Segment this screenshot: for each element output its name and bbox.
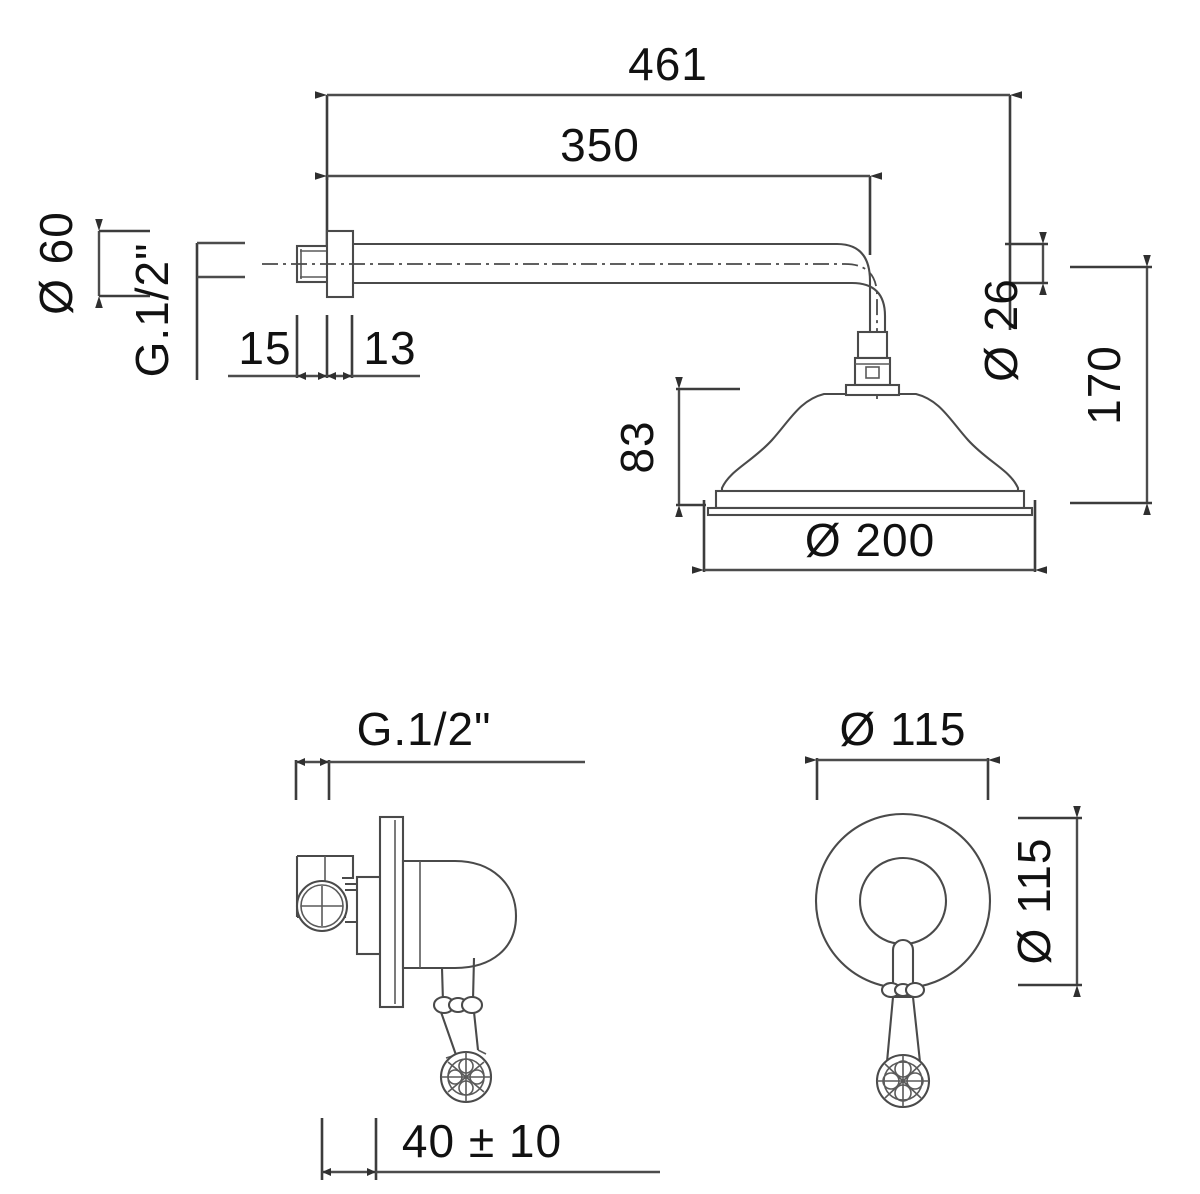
mixer-side-view-group: G.1/2" 40 ± 10: [294, 703, 660, 1180]
dim-d26-label: Ø 26: [975, 278, 1027, 382]
dim-d60-label: Ø 60: [30, 211, 82, 315]
shower-head: [706, 392, 1034, 517]
dimension-total-drop: 170: [1070, 255, 1152, 515]
dim-83-label: 83: [611, 420, 663, 473]
arm-tube-lower: [353, 281, 887, 332]
arm-centerline: [262, 263, 878, 399]
dimension-arm-projection: 350: [315, 119, 882, 255]
mixer-front-lever-collar: [880, 981, 926, 999]
mixer-lever-collar: [432, 995, 484, 1015]
shower-arm: [262, 229, 901, 399]
dim-d200-label: Ø 200: [805, 514, 935, 566]
mixer-front-lever-stem: [891, 938, 915, 990]
shower-head-face-plate: [706, 506, 1034, 517]
swivel-nut: [853, 356, 892, 387]
mixer-front-view-group: Ø 115 Ø 115: [805, 703, 1082, 1109]
dim-170-label: 170: [1078, 345, 1130, 425]
mixer-lever-knob: [439, 1050, 493, 1104]
callout-mixer-g-half-inch-label: G.1/2": [357, 703, 492, 755]
dim-13-label: 13: [363, 322, 416, 374]
dim-350-label: 350: [560, 119, 640, 171]
joint-washer: [844, 383, 901, 397]
dimension-plate-diameter-horizontal: Ø 115: [805, 703, 1000, 800]
callout-inlet-thread: G.1/2": [126, 241, 245, 380]
dimension-head-diameter: Ø 200: [692, 500, 1047, 574]
callout-g-half-inch-label: G.1/2": [126, 243, 178, 378]
callout-mixer-thread: G.1/2": [294, 703, 585, 800]
mixer-body-side: [295, 815, 518, 1104]
dimension-plate-diameter-vertical: Ø 115: [1008, 806, 1082, 997]
dim-d115-horizontal-label: Ø 115: [840, 703, 967, 755]
dim-15-label: 15: [238, 322, 291, 374]
dimension-wall-depth: 40 ± 10: [320, 1115, 660, 1180]
mixer-wall-plate: [378, 815, 405, 1009]
arm-collar: [856, 330, 889, 360]
dimension-arm-tube-diameter: Ø 26: [975, 232, 1048, 382]
mixer-plate-inner-circle: [858, 856, 948, 946]
dim-40pm10-label: 40 ± 10: [402, 1115, 562, 1167]
arm-tube-upper: [353, 242, 872, 332]
shower-head-bell: [720, 392, 1020, 496]
mixer-dome-body: [401, 859, 518, 970]
dimension-thread-and-flange: 15 13: [228, 315, 420, 380]
dim-461-label: 461: [628, 38, 708, 90]
dim-d115-vertical-label: Ø 115: [1008, 838, 1060, 965]
dimension-overall-length: 461: [315, 38, 1022, 330]
shower-head-rim: [714, 489, 1026, 510]
mixer-lever-arm: [440, 1011, 480, 1056]
top-view-group: 461 350 Ø 60 G.1/2": [30, 38, 1152, 574]
mixer-front-lever-arm: [885, 995, 922, 1064]
dimension-head-height: 83: [611, 377, 740, 517]
mixer-front-lever-knob: [875, 1053, 931, 1109]
mixer-front-face: [814, 812, 992, 1109]
dimension-wall-flange-diameter: Ø 60: [30, 211, 150, 315]
